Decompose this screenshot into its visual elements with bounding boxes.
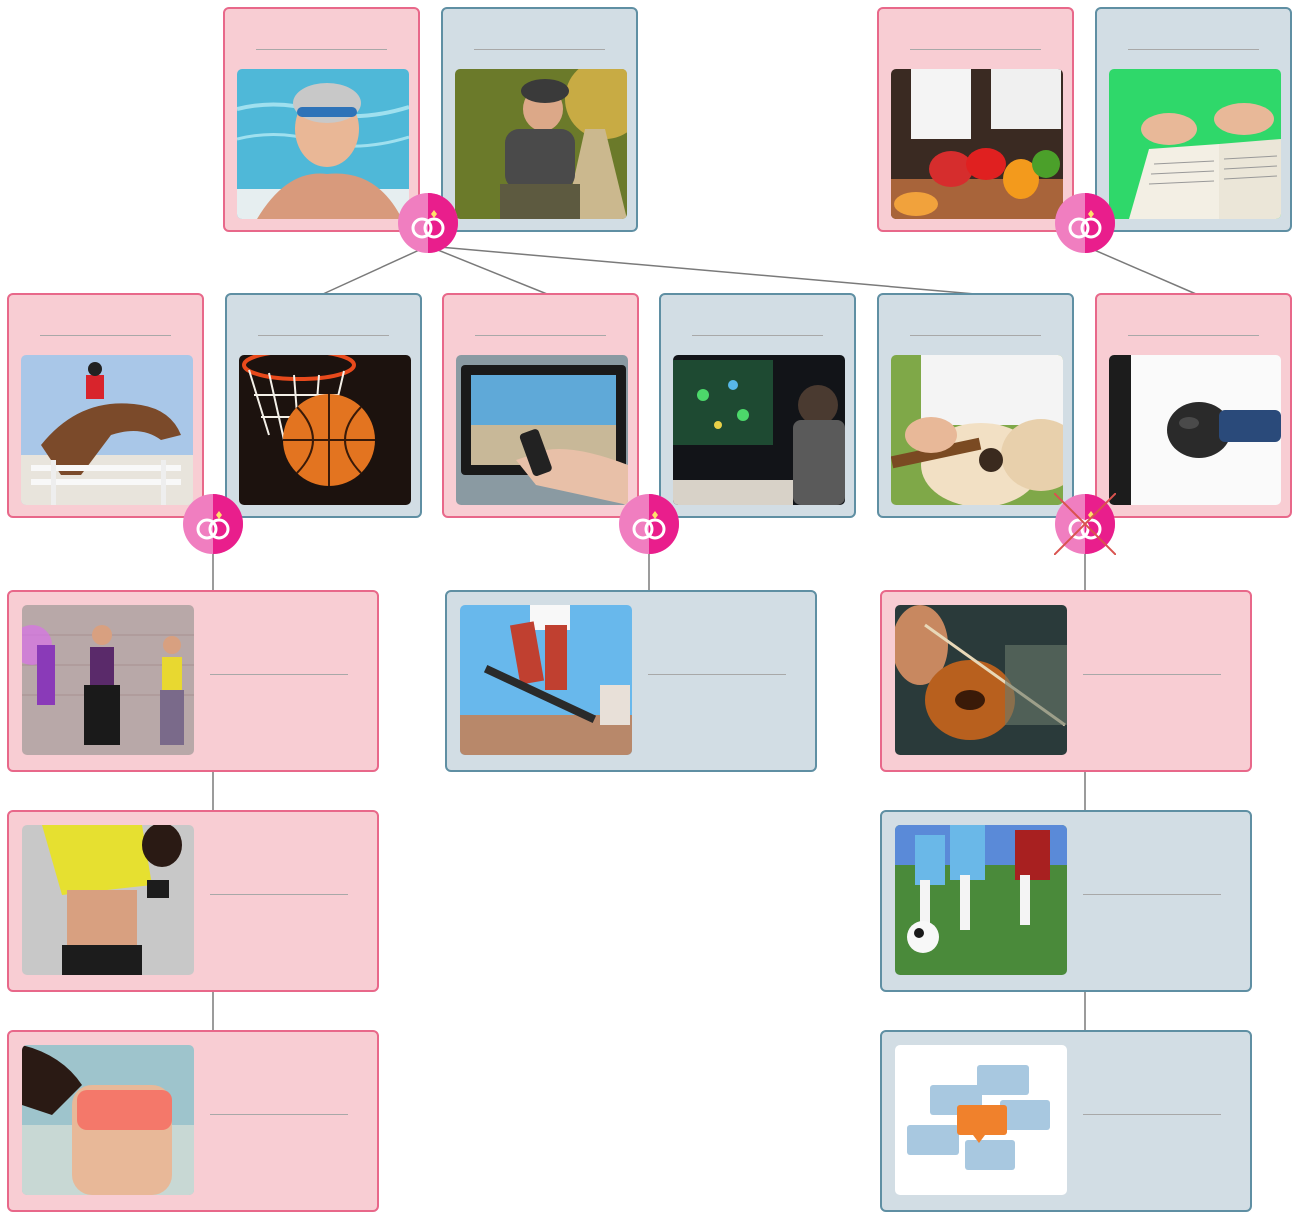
connector-grandparents-to-aunt-in-law (427, 245, 548, 295)
photo-runner (22, 1045, 194, 1195)
person-card-uncle[interactable] (225, 293, 422, 518)
photo-violinist (895, 605, 1067, 755)
name-placeholder-line (210, 674, 348, 675)
connector-grandparents-to-uncle (322, 245, 429, 295)
person-card-aunt-in-law[interactable] (442, 293, 639, 518)
name-placeholder-line (1083, 674, 1221, 675)
name-placeholder-line (210, 1114, 348, 1115)
person-card-soccer-player[interactable] (880, 810, 1252, 992)
wedding-rings-icon[interactable] (182, 493, 244, 555)
person-card-cousin-zumba[interactable] (7, 810, 379, 992)
photo-acoustic-guitar (891, 355, 1063, 505)
photo-show-jumping (21, 355, 193, 505)
name-placeholder-line (258, 335, 389, 336)
name-placeholder-line (910, 335, 1041, 336)
name-placeholder-line (475, 335, 606, 336)
photo-swimmer (237, 69, 409, 219)
photo-skateboarder (460, 605, 632, 755)
name-placeholder-line (1083, 894, 1221, 895)
photo-dance-group (22, 605, 194, 755)
person-card-other-grandfather[interactable] (1095, 7, 1292, 232)
wedding-rings-icon[interactable] (1054, 192, 1116, 254)
photo-tv-remote (456, 355, 628, 505)
name-placeholder-line (1128, 49, 1259, 50)
name-placeholder-line (910, 49, 1041, 50)
name-placeholder-line (1083, 1114, 1221, 1115)
connector-other-grandparents-to-mother (1084, 245, 1197, 295)
person-card-father[interactable] (659, 293, 856, 518)
name-placeholder-line (474, 49, 605, 50)
photo-reading-book (1109, 69, 1281, 219)
person-card-grandfather[interactable] (441, 7, 638, 232)
name-placeholder-line (40, 335, 171, 336)
name-placeholder-line (648, 674, 786, 675)
photo-soccer-players (895, 825, 1067, 975)
photo-basketball (239, 355, 411, 505)
name-placeholder-line (692, 335, 823, 336)
wedding-rings-icon[interactable] (397, 192, 459, 254)
photo-cyclist (455, 69, 627, 219)
wedding-rings-icon[interactable] (618, 493, 680, 555)
person-card-aunt[interactable] (7, 293, 204, 518)
photo-speech-bubbles (895, 1045, 1067, 1195)
person-card-skateboarder[interactable] (445, 590, 817, 772)
photo-boxing-glove (1109, 355, 1281, 505)
photo-chopping-vegetables (891, 69, 1063, 219)
photo-computer-gaming (673, 355, 845, 505)
person-card-violinist[interactable] (880, 590, 1252, 772)
connector-grandparents-to-guitarist (427, 245, 976, 295)
person-card-other-grandmother[interactable] (877, 7, 1074, 232)
person-card-guitarist[interactable] (877, 293, 1074, 518)
person-card-cousin-runner[interactable] (7, 1030, 379, 1212)
divorced-rings-icon[interactable] (1054, 493, 1116, 555)
person-card-mother[interactable] (1095, 293, 1292, 518)
photo-zumba-dancer (22, 825, 194, 975)
person-card-grandmother[interactable] (223, 7, 420, 232)
person-card-chatter[interactable] (880, 1030, 1252, 1212)
name-placeholder-line (256, 49, 387, 50)
name-placeholder-line (1128, 335, 1259, 336)
person-card-cousin-dancers[interactable] (7, 590, 379, 772)
name-placeholder-line (210, 894, 348, 895)
